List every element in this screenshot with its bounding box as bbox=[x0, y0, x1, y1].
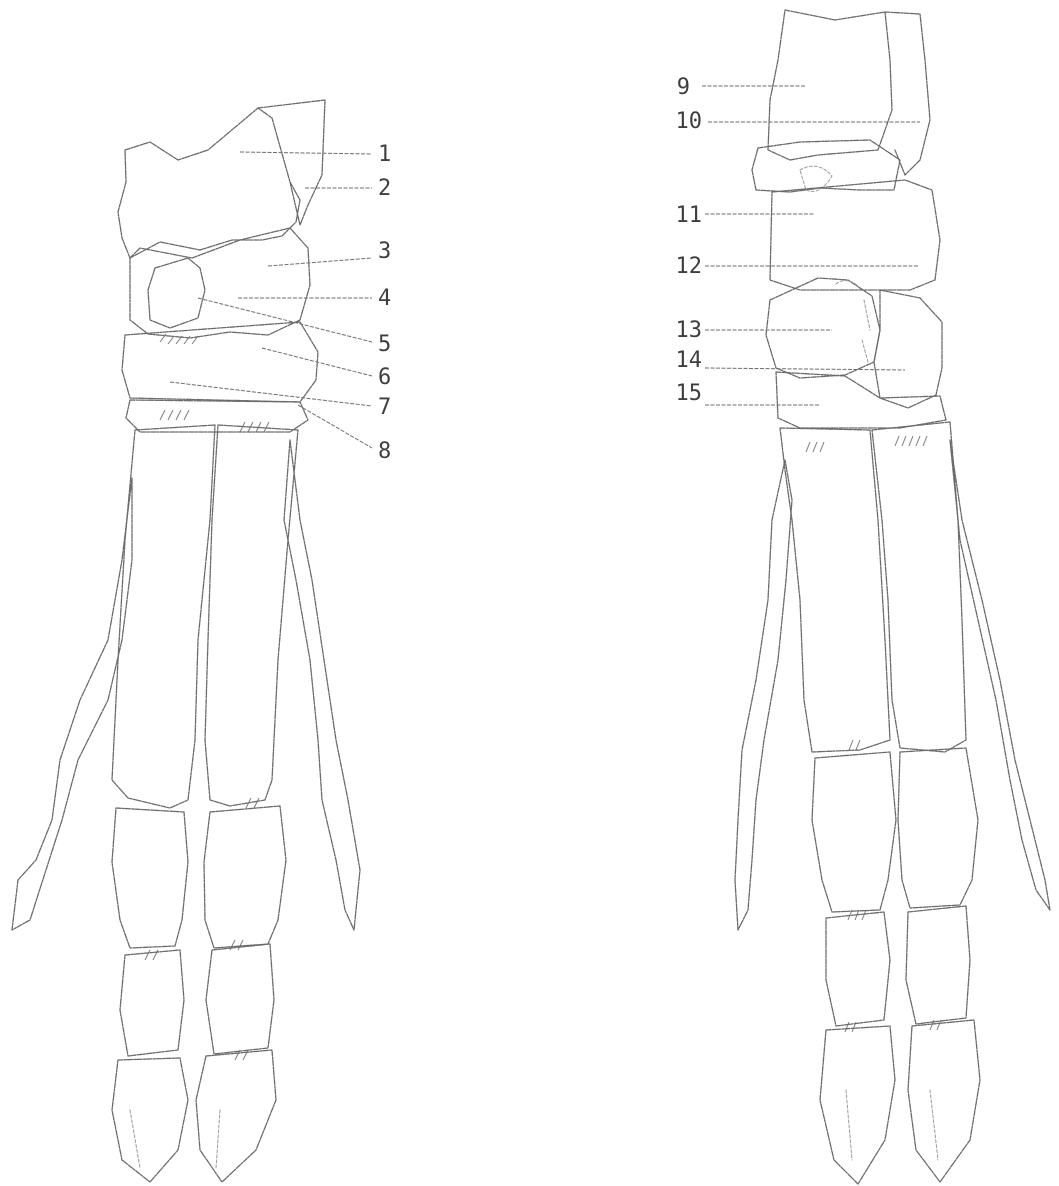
left-dewclaw-medial bbox=[12, 478, 132, 930]
left-hoof-medial bbox=[112, 1058, 188, 1182]
label-5: 5 bbox=[378, 332, 391, 357]
label-11: 11 bbox=[676, 203, 703, 228]
right-distal-tarsal bbox=[766, 278, 880, 378]
left-dewclaw-lateral bbox=[284, 440, 360, 930]
label-8: 8 bbox=[378, 439, 391, 464]
right-dewclaw-lateral bbox=[950, 440, 1050, 910]
right-central-tarsal bbox=[770, 180, 940, 290]
label-12: 12 bbox=[676, 254, 703, 279]
left-calcaneus-outline bbox=[258, 100, 325, 225]
left-phalanx-2-lateral bbox=[206, 944, 274, 1054]
right-hoof-lateral bbox=[908, 1020, 980, 1182]
left-tarsal-row-4 bbox=[126, 400, 308, 432]
right-metatarsal-medial bbox=[780, 428, 890, 752]
label-15: 15 bbox=[676, 381, 703, 406]
left-phalanx-2-medial bbox=[120, 950, 184, 1056]
label-9: 9 bbox=[677, 75, 690, 100]
left-hoof-medial-inner bbox=[130, 1110, 140, 1168]
right-phalanx-2-medial bbox=[826, 912, 890, 1026]
label-3: 3 bbox=[378, 239, 391, 264]
left-tarsal-outline bbox=[118, 108, 300, 258]
left-metacarpal-lateral bbox=[205, 425, 298, 806]
left-hoof-lateral-inner bbox=[216, 1110, 220, 1168]
label-1: 1 bbox=[378, 142, 391, 167]
label-10: 10 bbox=[676, 109, 703, 134]
right-hoof-medial bbox=[820, 1026, 895, 1184]
left-labels: 1 2 3 4 5 6 7 8 bbox=[378, 142, 391, 464]
right-tarsal-base bbox=[776, 372, 946, 428]
left-leader-lines bbox=[170, 152, 372, 448]
left-tarsal-row-2 bbox=[130, 228, 310, 338]
left-metacarpal-medial bbox=[112, 425, 215, 808]
right-metatarsal-lateral bbox=[872, 422, 966, 752]
left-foot-drawing bbox=[12, 100, 360, 1182]
label-2: 2 bbox=[378, 176, 391, 201]
left-small-tarsal bbox=[148, 258, 205, 328]
right-phalanx-1-lateral bbox=[898, 748, 978, 908]
left-phalanx-1-lateral bbox=[204, 806, 286, 948]
right-foot-drawing bbox=[735, 10, 1050, 1184]
right-tarsal-lateral bbox=[874, 290, 942, 408]
label-4: 4 bbox=[378, 286, 391, 311]
right-leader-lines bbox=[702, 86, 920, 405]
right-labels: 9 10 11 12 13 14 15 bbox=[676, 75, 703, 406]
right-phalanx-1-medial bbox=[812, 752, 896, 912]
label-7: 7 bbox=[378, 395, 391, 420]
right-hoof-medial-inner bbox=[846, 1090, 852, 1160]
right-dewclaw-medial bbox=[735, 460, 792, 930]
right-hoof-lateral-inner bbox=[930, 1090, 938, 1160]
right-calcaneus-outline bbox=[768, 10, 892, 160]
left-hoof-lateral bbox=[196, 1050, 276, 1182]
label-14: 14 bbox=[676, 348, 703, 373]
label-13: 13 bbox=[676, 318, 703, 343]
right-tarsal-dots bbox=[836, 280, 870, 362]
label-6: 6 bbox=[378, 365, 391, 390]
left-phalanx-1-medial bbox=[112, 808, 188, 948]
right-phalanx-2-lateral bbox=[906, 906, 970, 1024]
